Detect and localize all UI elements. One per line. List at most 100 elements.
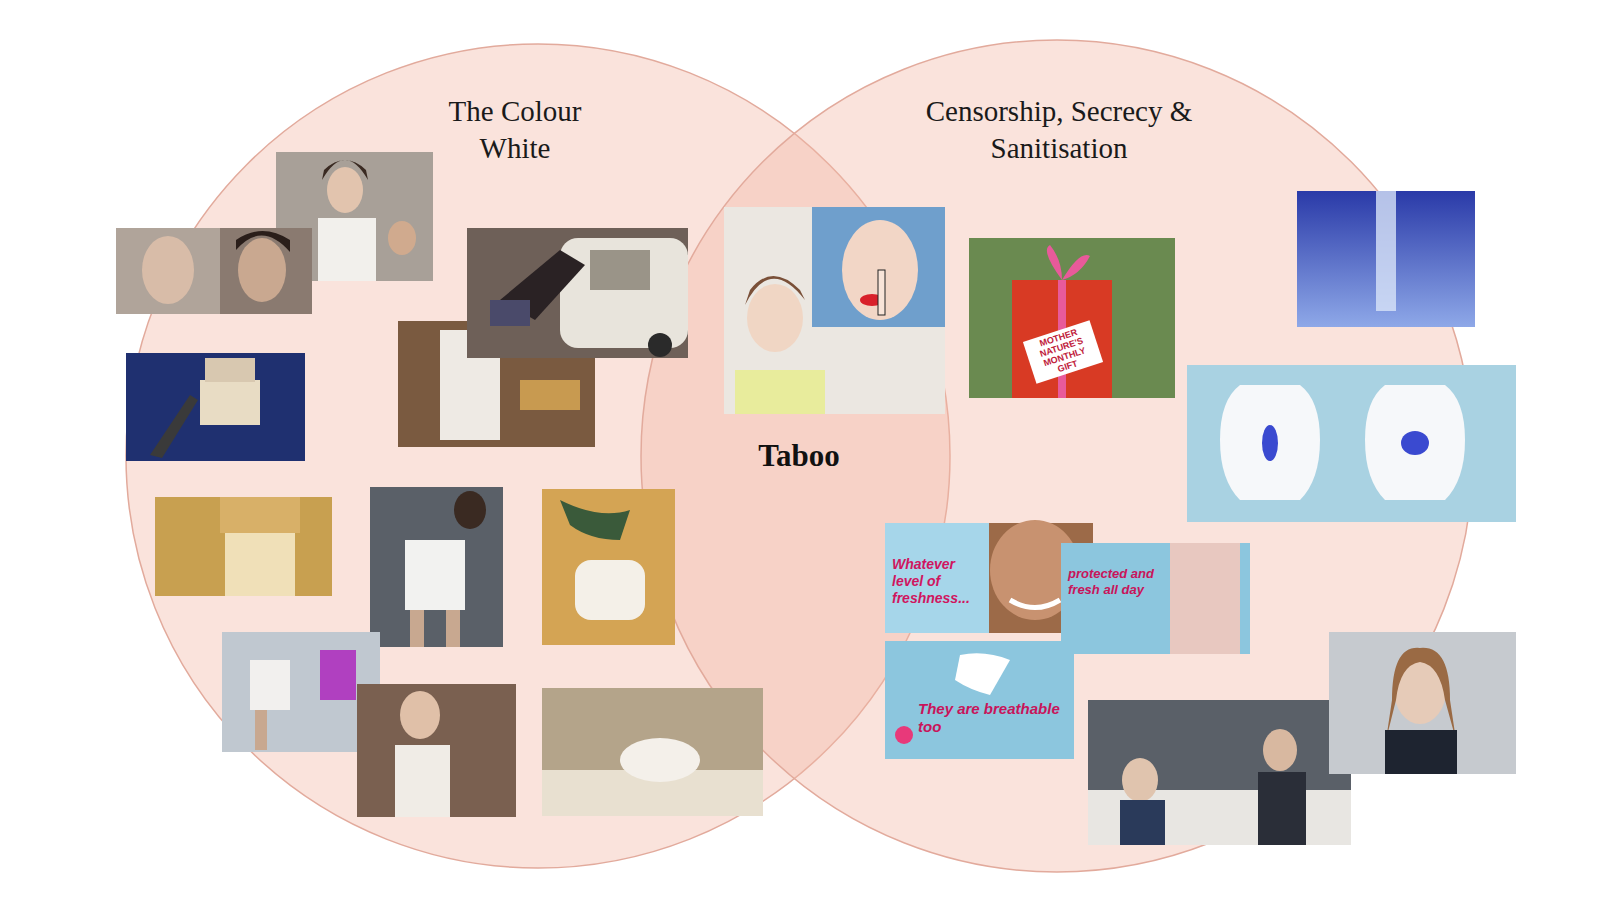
label-holder: Whatever level of freshness...	[892, 556, 986, 607]
photo-still	[1088, 700, 1351, 845]
face	[400, 691, 440, 739]
blue-liquid	[1401, 431, 1429, 455]
photo-frame	[116, 228, 312, 314]
shorts	[490, 300, 530, 326]
white-top	[250, 660, 290, 710]
white-shorts	[575, 560, 645, 620]
photo-still	[1187, 365, 1516, 522]
face	[238, 238, 286, 302]
hair	[745, 276, 805, 305]
circle-heading: Censorship, Secrecy & Sanitisation	[894, 93, 1224, 167]
pleated-skirt	[1170, 543, 1240, 654]
white-shorts	[405, 540, 465, 610]
poster-finger	[878, 270, 885, 315]
top	[220, 497, 300, 533]
label-holder: protected and fresh all day	[1068, 566, 1166, 598]
photo-frame	[467, 228, 688, 358]
label-holder: Taboo	[744, 438, 854, 474]
white-top	[318, 218, 376, 281]
photo-still	[155, 497, 332, 596]
hair	[322, 160, 368, 180]
photo-frame	[542, 688, 763, 816]
photo-frame	[1088, 700, 1351, 845]
circle-shape	[641, 40, 1473, 872]
gift-box	[1012, 280, 1112, 398]
photo-frame	[724, 207, 945, 414]
ribbon	[1047, 245, 1090, 280]
yellow-top	[735, 370, 825, 414]
ad-caption: protected and fresh all day	[1068, 566, 1166, 598]
photo-still	[126, 353, 305, 461]
leg	[410, 610, 424, 647]
poster-face	[842, 220, 918, 320]
photo-frame	[969, 238, 1175, 398]
hair	[1386, 648, 1456, 740]
kitchen-counter	[1088, 790, 1351, 845]
white-car	[560, 238, 688, 348]
photo-still	[116, 228, 312, 314]
hair	[454, 491, 486, 529]
photo-still	[222, 632, 380, 752]
photo-frame	[357, 684, 516, 817]
car-window	[590, 250, 650, 290]
wheel	[648, 333, 672, 357]
face	[747, 284, 803, 352]
photo-still	[1061, 543, 1250, 654]
photo-still	[885, 641, 1074, 759]
photo-frame	[885, 641, 1074, 759]
photo-still	[969, 238, 1175, 398]
blue-panel	[885, 523, 989, 633]
blazer	[1385, 730, 1457, 774]
white-trousers	[225, 530, 295, 596]
bike	[150, 395, 198, 458]
tampon-tube	[1376, 191, 1396, 311]
pad	[1365, 385, 1465, 500]
pop-art-poster	[812, 207, 945, 327]
photo-still	[370, 487, 503, 647]
white-robe	[620, 738, 700, 782]
photo-frame	[1187, 365, 1516, 522]
photo-frame	[1329, 632, 1516, 774]
face	[327, 167, 363, 213]
smile	[1010, 600, 1060, 608]
jacket	[1258, 772, 1306, 845]
face	[388, 221, 416, 255]
photo-frame	[370, 487, 503, 647]
photo-frame	[1297, 191, 1475, 327]
face	[1122, 758, 1158, 802]
blue-liquid	[1262, 425, 1278, 461]
jacket	[1120, 800, 1165, 845]
leg	[446, 610, 460, 647]
circle-heading: The Colour White	[420, 93, 610, 167]
photo-frame	[542, 489, 675, 645]
photo-frame	[1061, 543, 1250, 654]
photo-still	[467, 228, 688, 358]
photo-still	[724, 207, 945, 414]
photo-still	[1329, 632, 1516, 774]
pad	[1220, 385, 1320, 500]
wall-art	[320, 650, 356, 700]
photo-still	[1297, 191, 1475, 327]
photo-frame	[126, 353, 305, 461]
white-shorts	[200, 380, 260, 425]
hair	[236, 231, 290, 252]
photo-still	[542, 489, 675, 645]
leg	[255, 710, 267, 750]
brand-mark	[895, 726, 913, 744]
liner	[955, 653, 1010, 695]
photo-still	[357, 684, 516, 817]
overlap-label: Taboo	[744, 438, 854, 474]
photo-half	[116, 228, 220, 314]
face	[1263, 729, 1297, 771]
white-top	[395, 745, 450, 817]
photo-frame	[222, 632, 380, 752]
ad-caption: They are breathable too	[918, 700, 1068, 736]
hair	[560, 500, 630, 540]
face	[142, 236, 194, 304]
floor	[520, 380, 580, 410]
photo-frame	[155, 497, 332, 596]
top	[205, 358, 255, 382]
photo-still	[542, 688, 763, 816]
label-holder: They are breathable too	[918, 700, 1068, 736]
